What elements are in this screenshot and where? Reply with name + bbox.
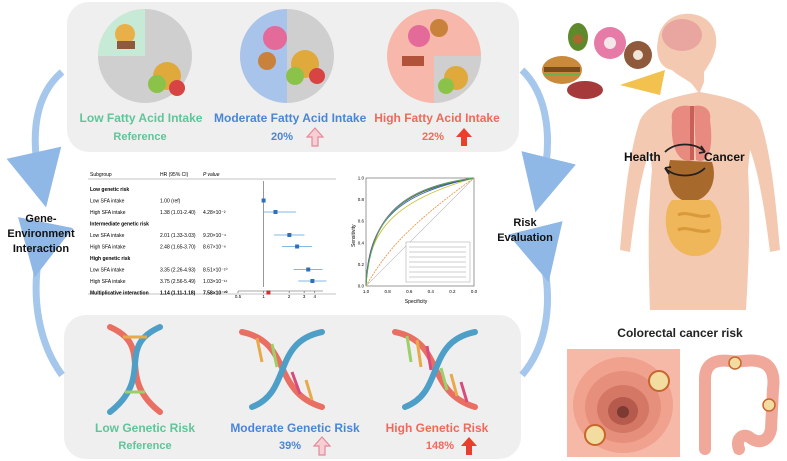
- high-intake-title: High Fatty Acid Intake: [374, 111, 500, 125]
- moderate-risk-dna-icon: [239, 329, 325, 410]
- high-risk-dna-icon: [392, 329, 478, 410]
- high-genetic-arrow-icon: [461, 437, 477, 455]
- forest-point: [287, 233, 292, 237]
- forest-plot: Subgroup HR (95% CI) P value Low genetic…: [88, 172, 336, 299]
- risk-evaluation-line1: Risk: [513, 217, 537, 229]
- low-intake-plate-icon: [98, 9, 192, 103]
- forest-point: [266, 290, 271, 295]
- low-intake-title: Low Fatty Acid Intake: [79, 111, 203, 125]
- forest-header-subgroup: Subgroup: [90, 172, 112, 178]
- forest-point: [295, 244, 300, 249]
- forest-point: [310, 279, 315, 283]
- high-genetic-value: 148%: [425, 440, 455, 452]
- forest-row-p: 8.67×10⁻⁶: [203, 245, 226, 251]
- forest-row-hr: 2.01 (1.33-3.03): [160, 233, 196, 239]
- forest-row-label: High SFA intake: [90, 245, 126, 251]
- roc-xtick-label: 0.4: [428, 289, 435, 294]
- roc-xtick-label: 0.0: [471, 289, 478, 294]
- forest-row-label: High SFA intake: [90, 210, 126, 216]
- roc-xtick-label: 0.8: [384, 289, 391, 294]
- moderate-intake-plate-icon: [240, 9, 334, 103]
- roc-xtick-label: 1.0: [363, 289, 370, 294]
- gene-environment-line1: Gene-Environment: [7, 213, 75, 240]
- roc-xtick-label: 0.6: [406, 289, 413, 294]
- right-upper-arrow: [519, 67, 576, 213]
- roc-ytick-label: 1.0: [358, 176, 365, 181]
- forest-row-p: 7.58×10⁻²⁰: [203, 291, 228, 297]
- moderate-genetic-title: Moderate Genetic Risk: [230, 421, 360, 435]
- moderate-genetic-value: 39%: [278, 440, 302, 452]
- risk-evaluation-label: Risk Evaluation: [490, 216, 560, 246]
- forest-row-p: 1.03×10⁻¹¹: [203, 279, 228, 285]
- roc-xlabel: Specificity: [405, 299, 428, 305]
- forest-row-label: Low SFA intake: [90, 233, 125, 239]
- crc-risk-title: Colorectal cancer risk: [617, 326, 743, 340]
- left-upper-arrow: [6, 69, 65, 208]
- forest-point: [306, 267, 311, 272]
- roc-ylabel: Sensitivity: [351, 224, 357, 247]
- forest-point: [273, 210, 278, 214]
- high-intake-arrow-icon: [456, 128, 472, 146]
- colon-interior-illustration: [567, 349, 680, 457]
- roc-legend: [409, 246, 466, 278]
- low-risk-dna-icon: [107, 324, 163, 415]
- roc-ytick-label: 0.2: [358, 262, 365, 267]
- roc-ytick-label: 0.0: [358, 284, 365, 289]
- forest-row-label: High SFA intake: [90, 279, 126, 285]
- forest-tick-label: 1: [262, 294, 265, 299]
- forest-tick-label: 2: [288, 294, 291, 299]
- forest-row-label: High genetic risk: [90, 256, 131, 262]
- forest-tick-label: 4: [314, 294, 317, 299]
- forest-tick-label: 0.5: [235, 294, 242, 299]
- moderate-genetic-arrow-icon: [313, 436, 331, 456]
- low-genetic-value: Reference: [118, 440, 172, 452]
- low-intake-value: Reference: [113, 131, 167, 143]
- forest-row-label: Low SFA intake: [90, 268, 125, 274]
- forest-row-hr: 3.35 (2.26-4.93): [160, 268, 196, 274]
- forest-row-label: Intermediate genetic risk: [90, 222, 149, 228]
- forest-row-hr: 3.75 (2.56-5.49): [160, 279, 196, 285]
- gene-environment-label: Gene-Environment Interaction: [0, 212, 82, 257]
- forest-point: [261, 198, 266, 203]
- forest-row-hr: 1.38 (1.01-2.40): [160, 210, 196, 216]
- forest-header-p: P value: [203, 172, 220, 178]
- colon-outline-illustration: [699, 354, 780, 455]
- forest-header-hr: HR (95% CI): [160, 172, 189, 178]
- forest-row-p: 8.51×10⁻¹⁰: [203, 268, 228, 274]
- forest-tick-label: 3: [303, 294, 306, 299]
- roc-plot: Sensitivity Specificity 0.0 0.2 0.4 0.6 0.8 1…: [351, 176, 478, 306]
- cycle-arrows: [6, 67, 576, 378]
- risk-evaluation-line2: Evaluation: [497, 232, 553, 244]
- roc-ytick-label: 0.6: [358, 219, 365, 224]
- left-lower-arrow: [18, 217, 73, 378]
- moderate-intake-value: 20%: [270, 131, 294, 143]
- forest-row-hr: 1.00 (ref): [160, 199, 181, 205]
- high-genetic-title: High Genetic Risk: [385, 421, 489, 435]
- forest-row-p: 4.28×10⁻²: [203, 210, 226, 216]
- right-lower-arrow: [508, 221, 563, 378]
- forest-row-label: Low SFA intake: [90, 199, 125, 205]
- forest-row-hr: 2.48 (1.65-3.70): [160, 245, 196, 251]
- roc-ytick-label: 0.8: [358, 197, 365, 202]
- forest-row-p: 9.20×10⁻⁴: [203, 233, 226, 239]
- junk-food-illustration: [542, 23, 665, 99]
- high-intake-plate-icon: [387, 9, 481, 103]
- moderate-intake-title: Moderate Fatty Acid Intake: [214, 111, 367, 125]
- health-label: Health: [624, 150, 661, 164]
- human-body-illustration: [620, 13, 780, 310]
- forest-row-label: Low genetic risk: [90, 187, 129, 193]
- forest-row-hr: 1.14 (1.11-1.18): [160, 291, 196, 297]
- high-intake-value: 22%: [421, 131, 445, 143]
- low-genetic-title: Low Genetic Risk: [94, 421, 196, 435]
- gene-environment-line2: Interaction: [12, 243, 70, 255]
- roc-ytick-label: 0.4: [358, 240, 365, 245]
- forest-row-label: Multiplicative interaction: [90, 291, 149, 297]
- roc-xtick-label: 0.2: [449, 289, 456, 294]
- moderate-intake-arrow-icon: [306, 127, 324, 147]
- health-cancer-cycle-icon: [664, 143, 706, 177]
- cancer-label: Cancer: [704, 150, 745, 164]
